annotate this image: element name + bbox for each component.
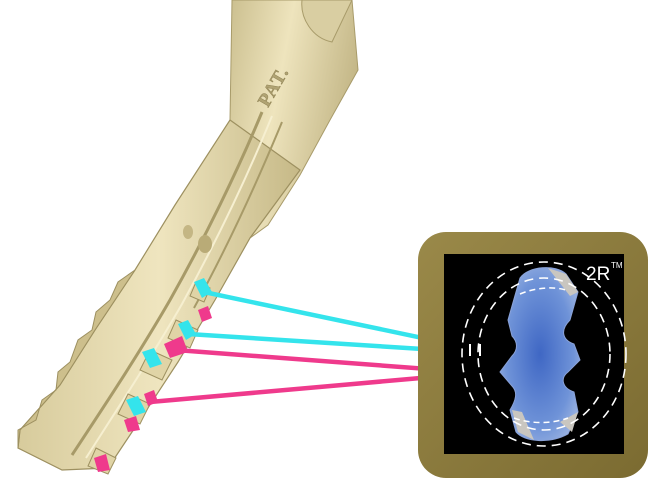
brand-trademark: TM [611, 261, 623, 270]
profile-badge: 2R TM [418, 232, 648, 478]
key-dimple-2 [183, 225, 193, 239]
key-dimple-1 [198, 235, 212, 253]
key: PAT. [18, 0, 358, 474]
key-blade [18, 120, 300, 470]
brand-mark: 2R [586, 264, 610, 285]
